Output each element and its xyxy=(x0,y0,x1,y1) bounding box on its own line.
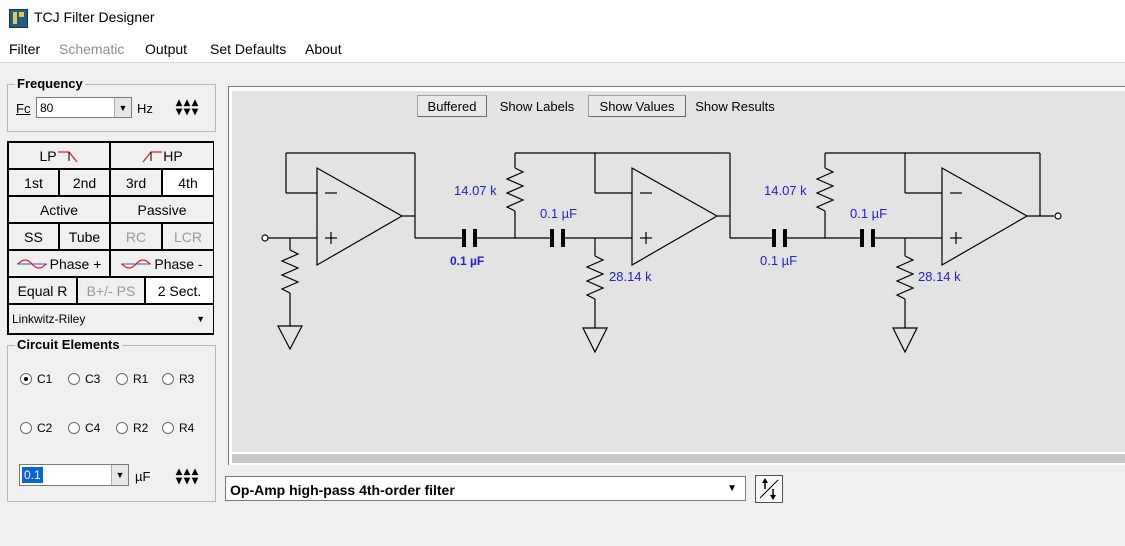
show-values-button[interactable]: Show Values xyxy=(588,95,686,117)
menu-output[interactable]: Output xyxy=(145,41,188,57)
radio-dot[interactable] xyxy=(116,422,128,434)
circuit-elements-title: Circuit Elements xyxy=(15,337,122,352)
menu-schematic[interactable]: Schematic xyxy=(59,41,125,57)
lowpass-label: LP xyxy=(39,147,57,164)
stage1-c2-value: 0.1 µF xyxy=(540,206,577,221)
order-1st-button[interactable]: 1st xyxy=(9,170,58,195)
radio-r4-label: R4 xyxy=(179,421,195,435)
radio-c1[interactable]: C1 xyxy=(20,372,52,386)
phase-minus-label: Phase - xyxy=(154,255,203,272)
filter-type-dropdown[interactable]: Op-Amp high-pass 4th-order filter ▼ xyxy=(225,476,746,501)
stage1-r-top-value: 14.07 k xyxy=(454,183,497,198)
fc-combo[interactable]: 80 ▼ xyxy=(36,97,132,118)
stage2-c2-value: 0.1 µF xyxy=(850,206,887,221)
active-button[interactable]: Active xyxy=(9,197,109,222)
filter-schematic: 14.07 k 0.1 µF 0.1 µF 28.14 k 14.07 k 0.… xyxy=(261,152,1062,354)
radio-dot[interactable] xyxy=(20,422,32,434)
order-2nd-button[interactable]: 2nd xyxy=(60,170,109,195)
radio-c4[interactable]: C4 xyxy=(68,421,100,435)
chevron-down-icon[interactable]: ▼ xyxy=(111,465,128,485)
bpm-ps-button[interactable]: B+/- PS xyxy=(78,278,144,303)
menu-set-defaults[interactable]: Set Defaults xyxy=(210,41,287,57)
show-labels-button[interactable]: Show Labels xyxy=(499,98,575,114)
element-stepper-icon[interactable]: ▴▴▴▾▾▾ xyxy=(176,464,201,487)
frequency-stepper-icon[interactable]: ▴▴▴▾▾▾ xyxy=(176,95,201,118)
chevron-down-icon[interactable]: ▼ xyxy=(727,483,737,494)
element-value-combo[interactable]: 0.1 ▼ xyxy=(19,464,129,486)
lowpass-button[interactable]: LP xyxy=(9,143,109,168)
alignment-value: Linkwitz-Riley xyxy=(12,312,86,326)
alignment-dropdown[interactable]: Linkwitz-Riley ▼ xyxy=(9,305,213,333)
element-value[interactable]: 0.1 xyxy=(22,467,43,483)
radio-c4-label: C4 xyxy=(85,421,101,435)
radio-c2-label: C2 xyxy=(37,421,53,435)
window-title: TCJ Filter Designer xyxy=(34,9,155,25)
filter-type-value: Op-Amp high-pass 4th-order filter xyxy=(230,482,455,498)
sine-wave-icon xyxy=(16,258,47,269)
menu-bar: Filter Schematic Output Set Defaults Abo… xyxy=(0,34,1125,63)
ss-button[interactable]: SS xyxy=(9,224,58,249)
order-3rd-button[interactable]: 3rd xyxy=(111,170,161,195)
show-results-button[interactable]: Show Results xyxy=(695,98,775,114)
highpass-response-icon xyxy=(142,150,163,162)
radio-dot[interactable] xyxy=(68,373,80,385)
element-unit: µF xyxy=(135,469,151,484)
highpass-button[interactable]: HP xyxy=(111,143,213,168)
swap-direction-button[interactable] xyxy=(755,475,783,503)
passive-button[interactable]: Passive xyxy=(111,197,213,222)
radio-c2[interactable]: C2 xyxy=(20,421,52,435)
radio-r2-label: R2 xyxy=(133,421,149,435)
lcr-button[interactable]: LCR xyxy=(163,224,213,249)
radio-c3[interactable]: C3 xyxy=(68,372,100,386)
menu-filter[interactable]: Filter xyxy=(9,41,41,57)
stage2-r-top-value: 14.07 k xyxy=(764,183,807,198)
chevron-down-icon: ▼ xyxy=(196,314,205,324)
stage2-r-bottom-value: 28.14 k xyxy=(918,269,961,284)
radio-dot[interactable] xyxy=(162,373,174,385)
menu-about[interactable]: About xyxy=(305,41,342,57)
radio-c3-label: C3 xyxy=(85,372,101,386)
radio-c1-label: C1 xyxy=(37,372,53,386)
radio-r2[interactable]: R2 xyxy=(116,421,148,435)
swap-arrows-icon xyxy=(759,478,779,500)
rc-button[interactable]: RC xyxy=(111,224,161,249)
stage1-r-bottom-value: 28.14 k xyxy=(609,269,652,284)
frequency-group-title: Frequency xyxy=(15,76,85,91)
radio-dot[interactable] xyxy=(68,422,80,434)
fc-value: 80 xyxy=(40,101,54,115)
radio-r3-label: R3 xyxy=(179,372,195,386)
order-4th-button[interactable]: 4th xyxy=(163,170,213,195)
schematic-bottom-border xyxy=(232,454,1125,463)
stage1-c1-value: 0.1 µF xyxy=(450,254,484,268)
frequency-group: Frequency xyxy=(7,76,216,132)
tube-button[interactable]: Tube xyxy=(60,224,109,249)
app-icon xyxy=(9,9,28,28)
radio-dot[interactable] xyxy=(162,422,174,434)
phase-plus-button[interactable]: Phase + xyxy=(9,251,109,276)
stage2-c1-value: 0.1 µF xyxy=(760,253,797,268)
phase-minus-button[interactable]: Phase - xyxy=(111,251,213,276)
radio-dot-selected[interactable] xyxy=(20,373,32,385)
radio-r4[interactable]: R4 xyxy=(162,421,194,435)
schematic-canvas xyxy=(232,91,1125,452)
inverted-sine-wave-icon xyxy=(121,258,152,269)
fc-unit: Hz xyxy=(137,101,153,116)
chevron-down-icon[interactable]: ▼ xyxy=(114,98,131,117)
lowpass-response-icon xyxy=(57,150,78,162)
phase-plus-label: Phase + xyxy=(49,255,102,272)
radio-dot[interactable] xyxy=(116,373,128,385)
two-sect-button[interactable]: 2 Sect. xyxy=(146,278,213,303)
radio-r1-label: R1 xyxy=(133,372,149,386)
equal-r-button[interactable]: Equal R xyxy=(9,278,76,303)
circuit-elements-group: Circuit Elements xyxy=(7,337,216,502)
title-bar: TCJ Filter Designer xyxy=(0,0,1125,34)
radio-r1[interactable]: R1 xyxy=(116,372,148,386)
radio-r3[interactable]: R3 xyxy=(162,372,194,386)
filter-options-grid: LP HP 1st 2nd 3rd 4th Active Passive SS … xyxy=(7,141,214,335)
buffered-button[interactable]: Buffered xyxy=(417,95,487,117)
highpass-label: HP xyxy=(163,147,183,164)
fc-label: Fc xyxy=(16,101,31,116)
